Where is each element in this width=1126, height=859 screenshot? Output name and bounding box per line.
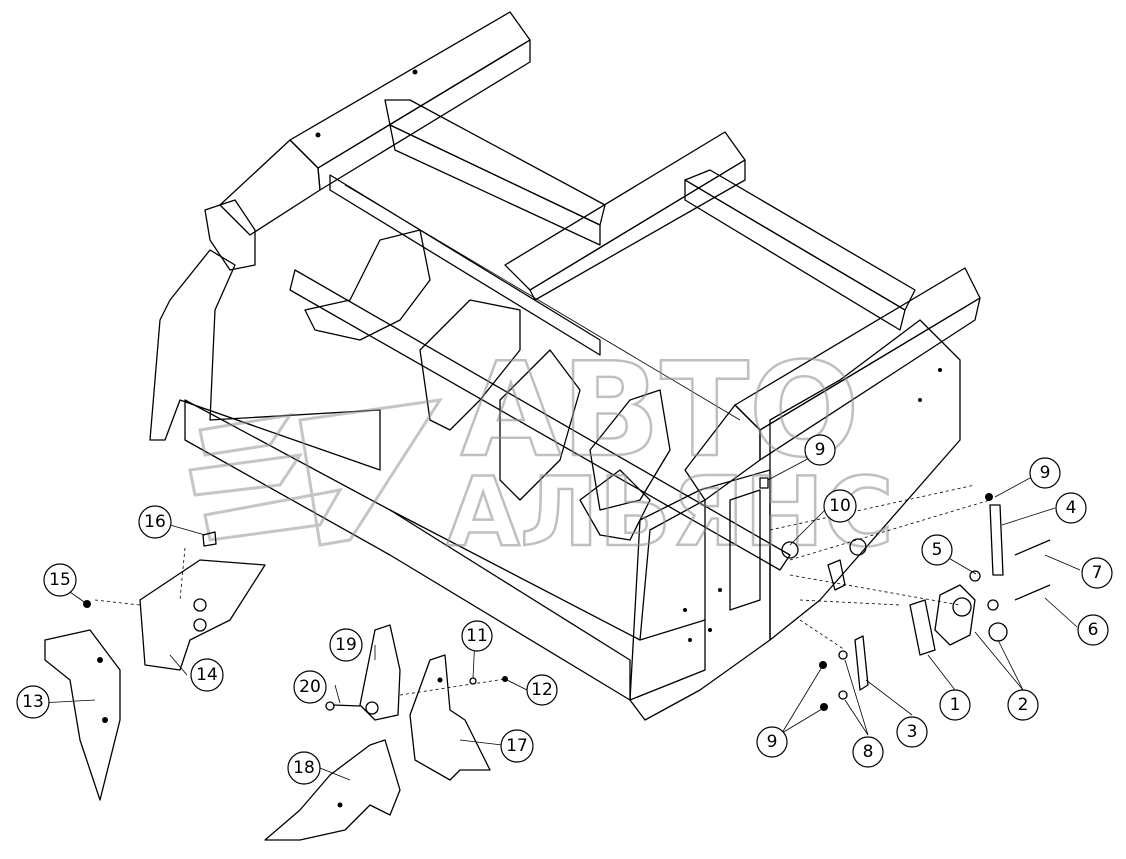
- callout-20: 20: [293, 670, 327, 704]
- leader-lines: [39, 454, 1081, 781]
- watermark-line2: АЛЬЯНС: [446, 458, 893, 568]
- callout-label: 19: [335, 635, 357, 655]
- watermark-line1: АВТО: [461, 334, 860, 486]
- callout-15: 15: [43, 563, 77, 597]
- callout-label: 13: [22, 692, 44, 712]
- callout-4: 4: [1055, 492, 1087, 524]
- callout-9-right: 9: [1029, 457, 1061, 489]
- callout-label: 3: [907, 722, 918, 742]
- callout-10: 10: [823, 489, 857, 523]
- callout-label: 14: [196, 665, 218, 685]
- callout-label: 7: [1092, 563, 1103, 583]
- callout-label: 17: [506, 736, 528, 756]
- left-parts: [44, 531, 266, 801]
- bottom-parts: [264, 624, 508, 841]
- watermark-logo: [188, 398, 444, 547]
- right-hardware: [729, 477, 1051, 711]
- callout-label: 1: [950, 695, 961, 715]
- callout-label: 16: [144, 512, 166, 532]
- callout-label: 9: [815, 440, 826, 460]
- callout-16: 16: [138, 505, 172, 539]
- callout-5: 5: [921, 534, 953, 566]
- callout-label: 12: [531, 680, 553, 700]
- callout-14: 14: [190, 658, 224, 692]
- callout-12: 12: [526, 674, 558, 706]
- callout-label: 9: [767, 732, 778, 752]
- callout-label: 18: [293, 758, 315, 778]
- callout-7: 7: [1081, 557, 1113, 589]
- callout-13: 13: [16, 685, 50, 719]
- callout-label: 11: [466, 626, 488, 646]
- callout-18: 18: [287, 751, 321, 785]
- callout-label: 5: [932, 540, 943, 560]
- callout-9-top: 9: [804, 434, 836, 466]
- callout-9-bottom: 9: [756, 726, 788, 758]
- callout-19: 19: [329, 628, 363, 662]
- callout-8: 8: [852, 736, 884, 768]
- callout-label: 10: [829, 496, 851, 516]
- callout-11: 11: [461, 620, 493, 652]
- callout-label: 4: [1066, 498, 1077, 518]
- callout-6: 6: [1077, 614, 1109, 646]
- callout-label: 15: [49, 570, 71, 590]
- watermark: АВТО АЛЬЯНС: [188, 333, 895, 569]
- callout-1: 1: [939, 689, 971, 721]
- callout-3: 3: [896, 716, 928, 748]
- callout-2: 2: [1007, 689, 1039, 721]
- callout-label: 9: [1040, 463, 1051, 483]
- rotor-shaft: [289, 229, 791, 571]
- callout-label: 6: [1088, 620, 1099, 640]
- callout-label: 2: [1018, 695, 1029, 715]
- callout-label: 8: [863, 742, 874, 762]
- main-frame: [149, 11, 981, 721]
- callout-label: 20: [299, 677, 321, 697]
- callout-17: 17: [500, 729, 534, 763]
